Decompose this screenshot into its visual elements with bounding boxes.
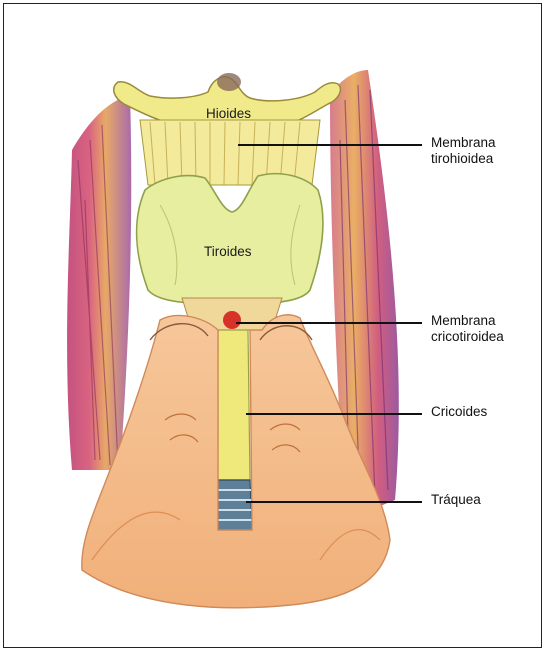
label-traquea: Tráquea: [431, 492, 481, 508]
thyroid-cartilage: [137, 174, 323, 304]
label-membrana-cricotiroidea-line1: Membrana: [431, 313, 504, 329]
label-membrana-tirohioidea-line2: tirohioidea: [431, 151, 496, 167]
label-membrana-tirohioidea-line1: Membrana: [431, 135, 496, 151]
cricoid-cartilage: [218, 330, 250, 480]
trachea: [218, 480, 252, 530]
label-tiroides: Tiroides: [204, 244, 252, 259]
label-membrana-tirohioidea: Membrana tirohioidea: [431, 135, 496, 167]
label-membrana-cricotiroidea: Membrana cricotiroidea: [431, 313, 504, 345]
left-neck-muscles: [67, 95, 131, 470]
label-membrana-cricotiroidea-line2: cricotiroidea: [431, 329, 504, 345]
label-hioides: Hioides: [206, 106, 251, 121]
label-cricoides: Cricoides: [431, 404, 487, 420]
